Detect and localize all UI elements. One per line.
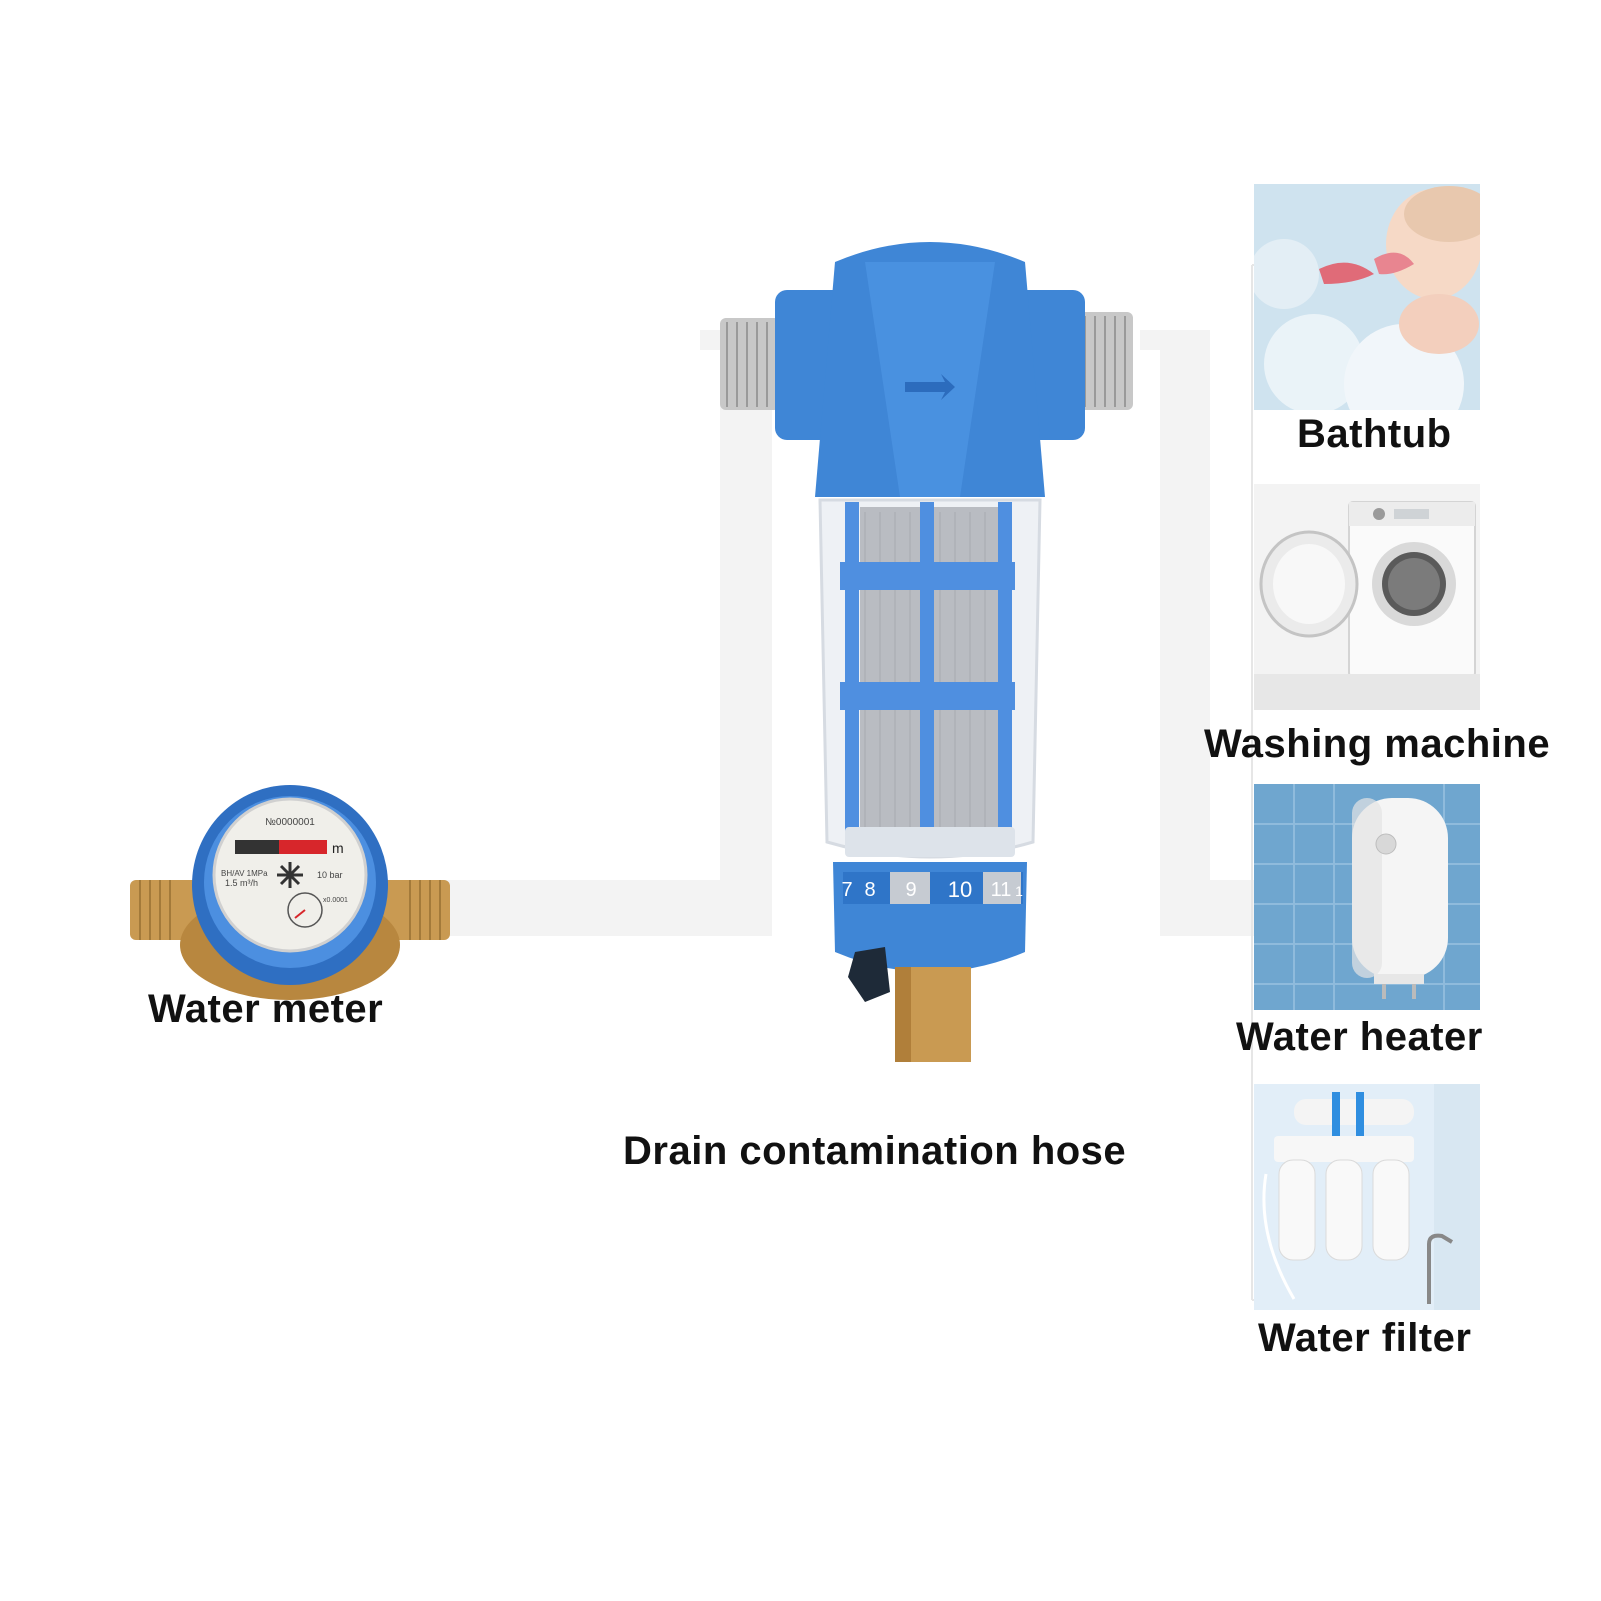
- bathtub-label: Bathtub: [1297, 412, 1452, 456]
- svg-text:9: 9: [905, 879, 916, 901]
- svg-text:x0.0001: x0.0001: [323, 897, 348, 904]
- water-meter-illustration: №0000001 m BH/AV 1MPa 1.5 m³/h 10 bar x0…: [125, 770, 455, 1010]
- meter-serial: №0000001: [265, 817, 315, 828]
- water-filter-image: [1254, 1084, 1480, 1310]
- svg-text:7: 7: [841, 879, 852, 901]
- washing-machine-image: [1254, 484, 1480, 710]
- washing-machine-label: Washing machine: [1204, 722, 1551, 766]
- svg-text:1.5 m³/h: 1.5 m³/h: [225, 878, 258, 888]
- svg-text:11: 11: [991, 879, 1012, 901]
- bathtub-image: [1254, 184, 1480, 410]
- water-heater-image: [1254, 784, 1480, 1010]
- svg-text:10: 10: [948, 877, 972, 902]
- water-meter-label: Water meter: [148, 987, 384, 1031]
- svg-text:8: 8: [864, 879, 875, 901]
- water-heater-label: Water heater: [1236, 1015, 1483, 1059]
- water-filter-label: Water filter: [1258, 1316, 1472, 1360]
- svg-text:BH/AV 1MPa: BH/AV 1MPa: [221, 869, 268, 878]
- svg-text:1: 1: [1015, 883, 1023, 899]
- svg-text:10 bar: 10 bar: [317, 870, 343, 880]
- sediment-filter-illustration: 7 8 9 10 11 1: [715, 232, 1140, 1062]
- svg-text:m: m: [332, 840, 344, 856]
- drain-hose-label: Drain contamination hose: [623, 1129, 1127, 1173]
